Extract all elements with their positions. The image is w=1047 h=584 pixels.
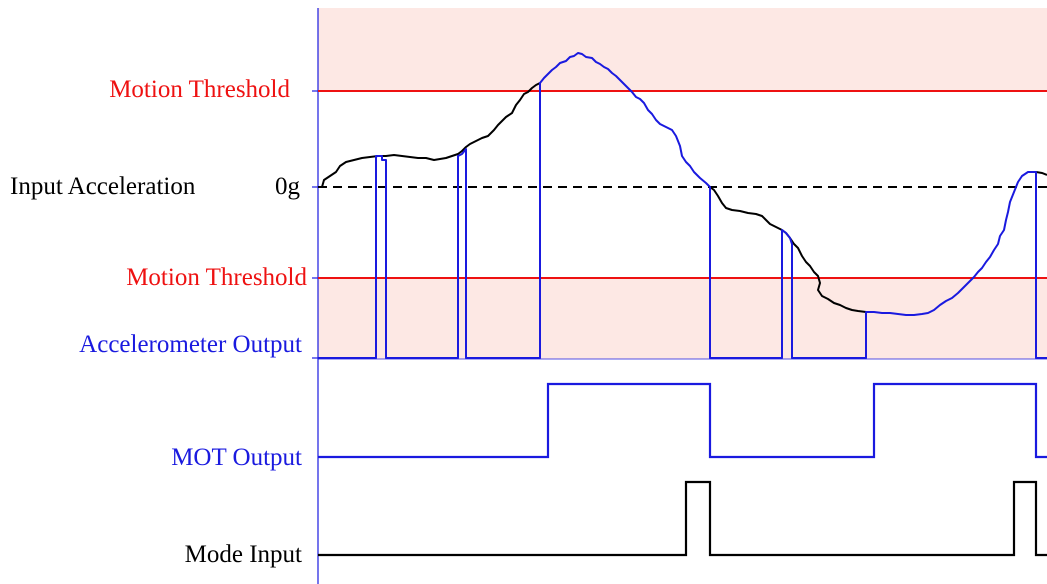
label-motion-threshold-lower: Motion Threshold [126, 264, 307, 291]
input-acceleration-tail [1035, 171, 1047, 176]
label-motion-threshold-upper: Motion Threshold [109, 76, 290, 103]
label-input-acceleration: Input Acceleration [10, 173, 196, 200]
lower-threshold-zone [318, 278, 1047, 359]
label-accelerometer-output: Accelerometer Output [79, 331, 302, 358]
label-mode-input: Mode Input [184, 541, 302, 568]
label-zero-g: 0g [275, 173, 300, 200]
input-acceleration-curve [321, 82, 867, 313]
mot-output-signal [318, 382, 1047, 459]
accelerometer-output-signal [318, 52, 1047, 359]
upper-threshold-zone [318, 8, 1047, 91]
label-mot-output: MOT Output [171, 444, 302, 471]
mode-input-signal [318, 480, 1047, 557]
